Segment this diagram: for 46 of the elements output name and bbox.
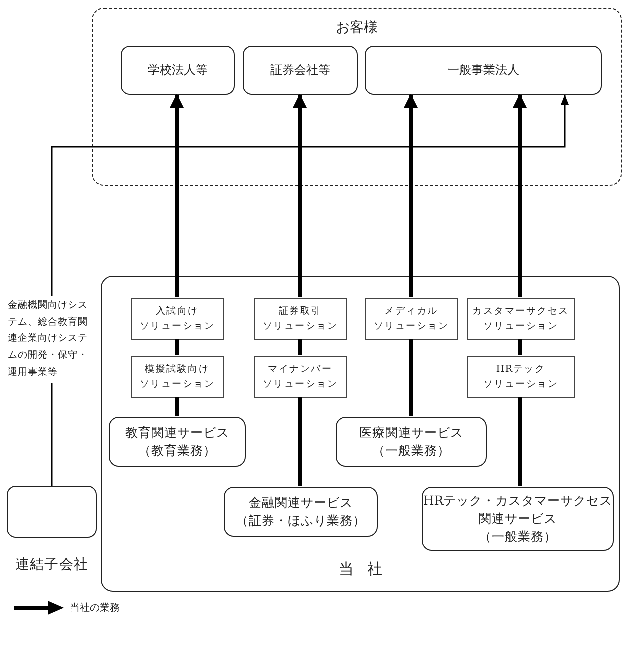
solution-box xyxy=(254,356,347,398)
node-label: 証券取引ソリューション xyxy=(262,304,338,334)
solution-box xyxy=(467,298,575,340)
solution-box xyxy=(467,356,575,398)
customer-group xyxy=(92,8,622,186)
node-label: メディカルソリューション xyxy=(374,304,450,334)
node-label: 模擬試験向けソリューション xyxy=(140,362,216,392)
connector-line xyxy=(518,339,522,355)
arrow xyxy=(513,94,527,297)
node-label: マイナンバーソリューション xyxy=(262,362,338,392)
service-box xyxy=(336,417,487,467)
node-label: 連結子会社 xyxy=(14,556,90,574)
company-group xyxy=(101,276,620,592)
solution-box xyxy=(131,356,224,398)
solution-box xyxy=(131,298,224,340)
service-box xyxy=(109,417,246,467)
connector-line xyxy=(175,397,179,416)
node-label: 学校法人等 xyxy=(148,62,208,79)
arrow xyxy=(293,94,307,297)
node-label: 入試向けソリューション xyxy=(140,304,216,334)
node-label: 証券会社等 xyxy=(270,62,330,79)
customer-box xyxy=(365,46,602,95)
connector-line xyxy=(298,397,302,486)
empty-box xyxy=(7,486,97,538)
group-title: 当社 xyxy=(338,560,396,579)
customer-box xyxy=(121,46,235,95)
node-label: HRテック・カスタマーサクセス関連サービス（一般業務） xyxy=(423,492,613,546)
connector-line xyxy=(298,339,302,355)
node-label: カスタマーサクセスソリューション xyxy=(472,304,570,334)
customer-box xyxy=(243,46,358,95)
connector-line xyxy=(175,339,179,355)
node-label: HRテックソリューション xyxy=(483,362,559,392)
connector-line xyxy=(518,397,522,486)
group-title: お客様 xyxy=(336,19,378,37)
arrow xyxy=(170,94,184,297)
arrow xyxy=(51,95,569,486)
node-label: 金融関連サービス（証券・ほふり業務） xyxy=(236,494,366,530)
connector-line xyxy=(409,339,413,416)
arrow xyxy=(404,94,418,297)
solution-box xyxy=(365,298,458,340)
service-box xyxy=(224,487,378,537)
node-label: 医療関連サービス（一般業務） xyxy=(360,424,464,460)
legend-label: 当社の業務 xyxy=(70,602,120,615)
solution-box xyxy=(254,298,347,340)
node-label: 教育関連サービス（教育業務） xyxy=(126,424,230,460)
node-label: 一般事業法人 xyxy=(448,62,520,79)
